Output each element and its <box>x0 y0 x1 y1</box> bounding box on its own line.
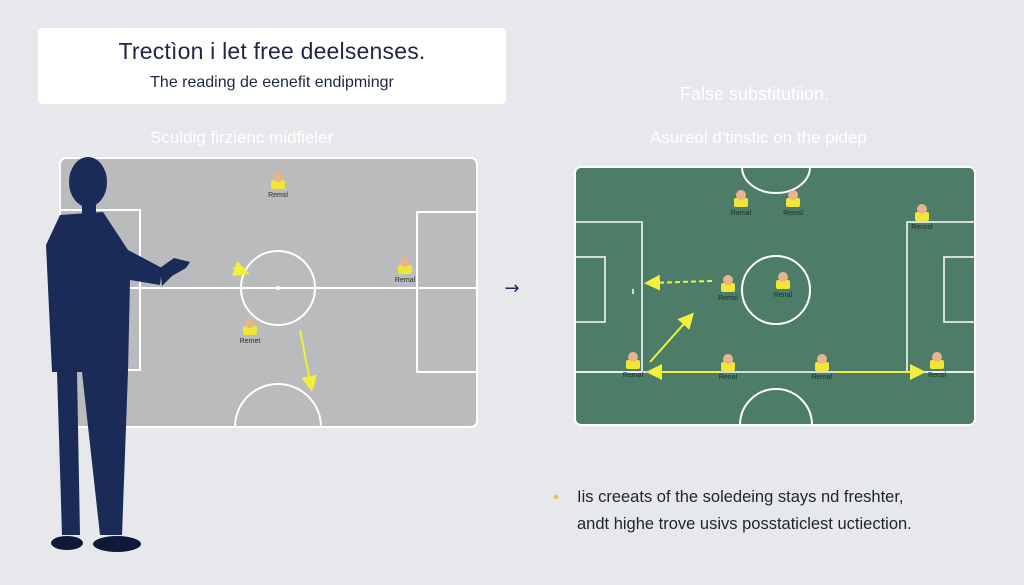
player-head <box>400 257 410 267</box>
right-player: Remsl <box>783 190 803 217</box>
left-bottom-arc <box>234 383 322 428</box>
note-text: andt highe trove usivs posstaticlest uct… <box>577 515 912 533</box>
jersey <box>776 280 790 289</box>
presenter-figure <box>46 157 190 552</box>
presenter-head <box>69 157 107 207</box>
page-subtitle: The reading de eenefit endipmingr <box>150 74 394 91</box>
player-head <box>628 352 638 362</box>
player-label: Remsl <box>783 210 803 217</box>
left-panel-heading: Sculdig firzienc midfieler <box>150 128 334 147</box>
left-center-spot <box>276 286 280 290</box>
player-head <box>723 275 733 285</box>
player-label: Renal <box>719 374 738 381</box>
player-head <box>273 172 283 182</box>
player-head <box>932 352 942 362</box>
transition-arrow-icon: → <box>504 278 519 299</box>
presenter-hand <box>160 258 190 286</box>
jersey <box>930 360 944 369</box>
jersey <box>271 180 285 189</box>
jersey <box>915 212 929 221</box>
right-player: Remsl <box>718 275 738 302</box>
jersey <box>721 362 735 371</box>
jersey <box>815 362 829 371</box>
right-player: Renssl <box>911 204 933 231</box>
player-head <box>817 354 827 364</box>
left-player: Remet <box>240 318 261 345</box>
right-player: Renal <box>719 354 738 381</box>
player-label: Remsl <box>268 192 288 199</box>
player-label: Remal <box>812 374 833 381</box>
player-label: Rensl <box>928 372 946 379</box>
right-player: Remal <box>812 354 833 381</box>
title-card: Trectìon i let free deelsenses. The read… <box>38 28 506 104</box>
right-top-arc <box>741 166 811 194</box>
jersey <box>721 283 735 292</box>
left-player: Remsl <box>268 172 288 199</box>
player-label: Renal <box>774 292 793 299</box>
note-line: andt highe trove usivs posstaticlest uct… <box>553 511 912 538</box>
right-arrow-pass-dashed <box>644 274 713 291</box>
right-panel-caption: Asureol d'tinstic on the pidep <box>650 128 867 147</box>
presenter-shoe-left <box>51 536 83 550</box>
player-head <box>723 354 733 364</box>
player-label: Remsl <box>718 295 738 302</box>
jersey <box>398 265 412 274</box>
right-goal-box-left <box>574 256 606 323</box>
player-label: Remal <box>395 277 416 284</box>
player-label: Remal <box>731 210 752 217</box>
left-arrow-run <box>299 329 317 392</box>
player-head <box>736 190 746 200</box>
note-line: • Iis creeats of the soledeing stays nd … <box>553 484 912 511</box>
player-label: Remet <box>240 338 261 345</box>
player-head <box>917 204 927 214</box>
presenter-leg-right <box>82 372 128 535</box>
left-player: Remal <box>395 257 416 284</box>
player-label: Remal <box>623 372 644 379</box>
right-pitch <box>574 166 976 426</box>
page-title: Trectìon i let free deelsenses. <box>118 38 426 64</box>
jersey <box>243 326 257 335</box>
right-player: Renal <box>774 272 793 299</box>
bullet-icon: • <box>553 489 559 506</box>
player-label: Renssl <box>911 224 933 231</box>
right-goal-box-right <box>943 256 976 323</box>
jersey <box>626 360 640 369</box>
right-bottom-arc <box>739 388 813 426</box>
player-head <box>788 190 798 200</box>
player-head <box>778 272 788 282</box>
left-center-circle <box>240 250 316 326</box>
right-player: Remal <box>731 190 752 217</box>
left-arrow-pass <box>231 261 250 277</box>
right-center-circle <box>741 255 811 325</box>
player-head <box>245 318 255 328</box>
left-penalty-box-right <box>416 211 478 373</box>
jersey <box>734 198 748 207</box>
notes-block: • Iis creeats of the soledeing stays nd … <box>553 484 912 538</box>
jersey <box>786 198 800 207</box>
right-player: Rensl <box>928 352 946 379</box>
note-text: Iis creeats of the soledeing stays nd fr… <box>577 488 904 506</box>
right-panel-heading: False substitutiion. <box>680 84 830 104</box>
presenter-leg-left <box>57 372 80 535</box>
right-arrow-diagonal <box>649 312 694 363</box>
left-pitch <box>59 157 478 428</box>
presenter-shoe-right <box>93 536 141 552</box>
presenter-torso <box>46 212 162 372</box>
right-player: Remal <box>623 352 644 379</box>
